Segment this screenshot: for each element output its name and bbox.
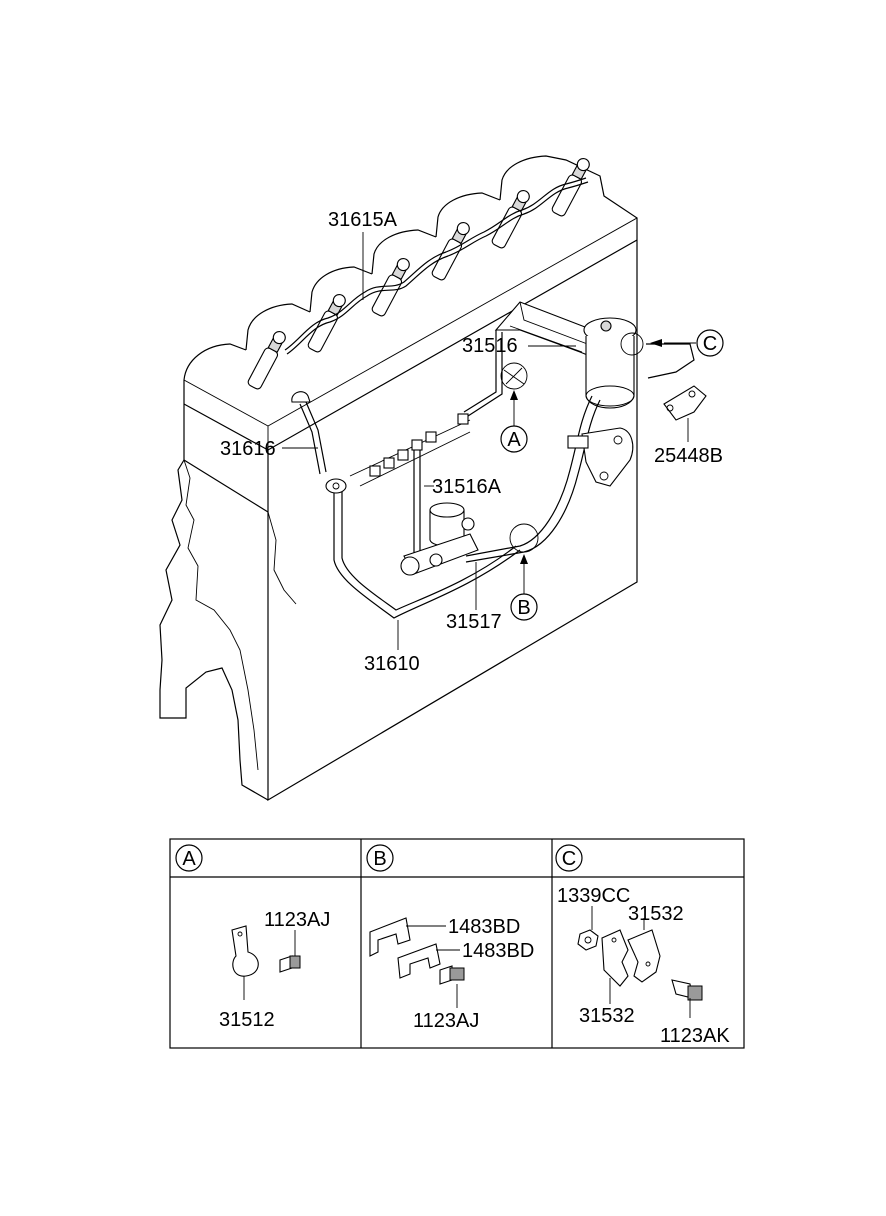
clamp-marker-b xyxy=(509,523,539,553)
label-25448B: 25448B xyxy=(654,445,723,467)
detail-c-nut xyxy=(577,906,599,951)
detail-b-lower-clamp xyxy=(397,943,460,979)
label-1483BD-lower: 1483BD xyxy=(462,940,534,962)
fuel-injectors xyxy=(247,158,590,390)
svg-text:B: B xyxy=(373,848,386,870)
engine-block xyxy=(159,155,638,802)
callout-a: A xyxy=(500,425,528,453)
table-header-c: C xyxy=(555,844,583,872)
label-31516: 31516 xyxy=(462,335,518,357)
table-header-b: B xyxy=(366,844,394,872)
detail-b-bolt xyxy=(439,965,465,1008)
detail-a-bolt xyxy=(279,930,301,973)
detail-b-upper-clamp xyxy=(369,917,446,957)
label-31616: 31616 xyxy=(220,438,276,460)
table-header-a: A xyxy=(175,844,203,872)
label-1483BD-upper: 1483BD xyxy=(448,916,520,938)
fuel-pipes xyxy=(333,330,695,619)
label-31516A: 31516A xyxy=(432,476,502,498)
label-31615A: 31615A xyxy=(328,209,398,231)
banjo-fitting-31616 xyxy=(291,391,347,494)
callout-b: B xyxy=(510,593,538,621)
fuel-gallery-fittings xyxy=(349,413,471,487)
label-1123AJ-a: 1123AJ xyxy=(264,909,330,931)
label-1339CC: 1339CC xyxy=(557,885,630,907)
detail-c-clamp-lower xyxy=(601,929,629,1004)
label-31512: 31512 xyxy=(219,1009,275,1031)
svg-text:C: C xyxy=(703,333,717,355)
label-31610: 31610 xyxy=(364,653,420,675)
clip-25448B xyxy=(663,385,707,421)
detail-a-clamp xyxy=(231,925,259,1000)
leader-arrows xyxy=(510,339,662,564)
svg-text:B: B xyxy=(517,597,530,619)
detail-c-clamp-upper xyxy=(627,918,661,983)
pipe-bracket xyxy=(567,427,634,487)
label-1123AJ-b: 1123AJ xyxy=(413,1010,479,1032)
fuel-filter-assembly xyxy=(494,301,644,409)
label-1123AK: 1123AK xyxy=(660,1025,730,1047)
svg-text:A: A xyxy=(507,429,521,451)
svg-text:C: C xyxy=(562,848,576,870)
callout-c: C xyxy=(696,329,724,357)
detail-table: A B C 1123AJ 31512 xyxy=(169,838,745,1049)
label-31532-top: 31532 xyxy=(628,903,684,925)
label-31532-bottom: 31532 xyxy=(579,1005,635,1027)
detail-c-bolt xyxy=(671,979,703,1018)
priming-pump-31517 xyxy=(400,502,479,576)
label-31517: 31517 xyxy=(446,611,502,633)
return-line-31615A xyxy=(284,177,589,355)
clamp-marker-a xyxy=(500,362,528,390)
svg-text:A: A xyxy=(182,848,196,870)
